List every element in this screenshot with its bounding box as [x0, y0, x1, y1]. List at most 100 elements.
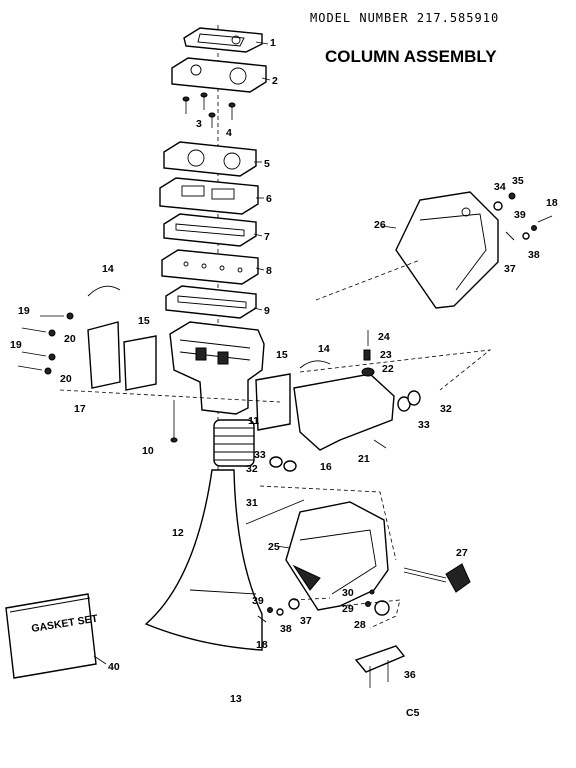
part-14-clip-right — [299, 360, 331, 369]
part-36-stern-bracket-bolt — [354, 645, 406, 688]
part-22-knob — [361, 367, 375, 377]
part-30-pin — [369, 589, 375, 595]
callout-14-right: 14 — [318, 343, 330, 355]
callout-38-upper: 38 — [528, 249, 540, 261]
callout-6: 6 — [266, 193, 272, 205]
callout-33-left: 33 — [254, 449, 266, 461]
callout-4: 4 — [226, 127, 232, 139]
callout-24: 24 — [378, 331, 390, 343]
part-32-washer-right — [407, 390, 421, 406]
part-17-clamp — [87, 321, 121, 389]
explosion-lines — [59, 259, 492, 629]
part-6-reed-plate — [159, 177, 259, 215]
callout-14-left: 14 — [102, 263, 114, 275]
part-27-clamp-screw — [403, 563, 471, 593]
diagram-title: COLUMN ASSEMBLY — [325, 47, 497, 66]
part-39-nut-upper — [531, 225, 537, 231]
callout-21: 21 — [358, 453, 370, 465]
callout-11: 11 — [248, 415, 259, 427]
parts-19-20-bolts — [17, 312, 74, 375]
callout-35: 35 — [512, 175, 524, 187]
part-12-column-shell — [144, 469, 263, 651]
callout-22: 22 — [382, 363, 394, 375]
page-code: C5 — [406, 707, 420, 719]
part-35-nut-upper — [508, 192, 516, 200]
callout-20-upper: 20 — [64, 333, 76, 345]
callout-19-lower: 19 — [10, 339, 22, 351]
column-spring — [213, 419, 255, 467]
callout-15-right: 15 — [276, 349, 288, 361]
leader-lines — [93, 41, 397, 665]
part-37-pin-upper — [505, 231, 515, 241]
callout-13: 13 — [230, 693, 242, 705]
callout-34: 34 — [494, 181, 506, 193]
callout-5: 5 — [264, 158, 270, 170]
callout-16: 16 — [320, 461, 332, 473]
callout-29: 29 — [342, 603, 354, 615]
part-5-gasket — [163, 141, 257, 177]
callout-12: 12 — [172, 527, 184, 539]
part-39-nut-lower — [267, 607, 273, 613]
callout-36: 36 — [404, 669, 416, 681]
callout-18-lower: 18 — [256, 639, 268, 651]
part-38-washer-lower — [276, 608, 284, 616]
callout-39-lower: 39 — [252, 595, 264, 607]
part-32-washer-left — [283, 460, 297, 472]
part-21-screw — [373, 439, 387, 449]
part-14-clip-left — [87, 285, 121, 297]
callout-9: 9 — [264, 305, 270, 317]
part-18-screw-upper — [537, 215, 553, 223]
part-33-washer-left — [269, 456, 283, 468]
callout-20-lower: 20 — [60, 373, 72, 385]
part-18-screw-lower — [257, 615, 267, 623]
part-8-plate — [161, 249, 259, 285]
callout-31: 31 — [246, 497, 258, 509]
callout-32-left: 32 — [246, 463, 258, 475]
callout-33-right: 33 — [418, 419, 430, 431]
callout-30: 30 — [342, 587, 354, 599]
part-23-spring — [363, 349, 371, 361]
callout-37-lower: 37 — [300, 615, 312, 627]
part-1-cover-plate — [183, 27, 263, 53]
part-31-tilt-rod — [245, 499, 305, 525]
parts-3-4-screws — [182, 92, 236, 128]
callout-19-upper: 19 — [18, 305, 30, 317]
callout-32-right: 32 — [440, 403, 452, 415]
part-34-washer-upper — [493, 201, 503, 211]
callout-39-upper: 39 — [514, 209, 526, 221]
part-15-liner-left — [123, 335, 157, 391]
callout-2: 2 — [272, 75, 278, 87]
part-28-knob — [374, 600, 390, 616]
callout-26: 26 — [374, 219, 386, 231]
column-housing — [169, 321, 265, 415]
callout-28: 28 — [354, 619, 366, 631]
callout-7: 7 — [264, 231, 270, 243]
callout-25: 25 — [268, 541, 280, 553]
part-16-swivel-bracket — [293, 373, 395, 451]
callout-18-upper: 18 — [546, 197, 558, 209]
callout-10: 10 — [142, 445, 154, 457]
callout-17: 17 — [74, 403, 86, 415]
part-10-screw — [170, 400, 178, 443]
part-2-adapter-plate — [171, 57, 267, 93]
callout-labels: 1 2 3 4 5 6 7 8 9 10 11 12 13 14 14 15 1… — [10, 37, 558, 705]
callout-37-upper: 37 — [504, 263, 516, 275]
callout-40: 40 — [108, 661, 120, 673]
part-9-gasket — [165, 285, 257, 319]
callout-15-left: 15 — [138, 315, 150, 327]
callout-38-lower: 38 — [280, 623, 292, 635]
callout-8: 8 — [266, 265, 272, 277]
part-38-washer-upper — [522, 232, 530, 240]
callout-27: 27 — [456, 547, 468, 559]
callout-1: 1 — [270, 37, 276, 49]
part-40-gasket-set: GASKET SET — [5, 593, 99, 679]
part-37-pin-lower — [288, 598, 300, 610]
part-25-transom-bracket-lower — [285, 501, 389, 611]
callout-23: 23 — [380, 349, 392, 361]
part-26-transom-bracket-upper — [395, 191, 499, 309]
model-number: MODEL NUMBER 217.585910 — [310, 11, 499, 25]
part-7-gasket — [163, 213, 257, 247]
callout-3: 3 — [196, 118, 202, 130]
part-29-washer — [365, 601, 371, 607]
